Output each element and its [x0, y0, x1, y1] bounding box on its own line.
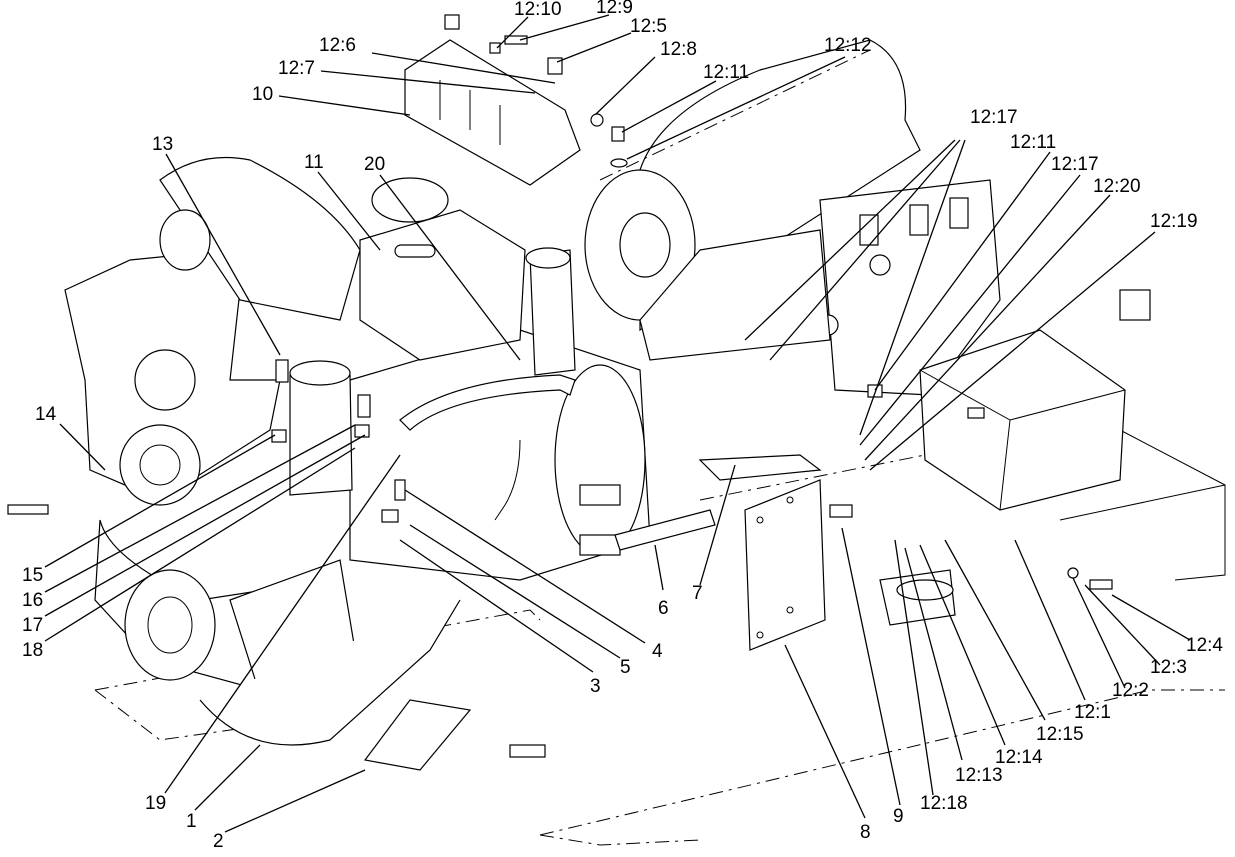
label-1: 1	[186, 811, 197, 832]
bracket-10	[404, 14, 581, 186]
label-12-18: 12:18	[920, 793, 968, 814]
label-12-3: 12:3	[1150, 657, 1187, 678]
label-12-19: 12:19	[1150, 211, 1198, 232]
valve-block	[639, 179, 1001, 396]
air-cleaner	[359, 177, 576, 376]
label-9: 9	[893, 806, 904, 827]
label-5: 5	[620, 657, 631, 678]
label-12-15: 12:15	[1036, 724, 1084, 745]
leader-lines	[44, 14, 1191, 833]
label-6: 6	[658, 598, 669, 619]
label-12-1: 12:1	[1074, 702, 1111, 723]
label-19: 19	[145, 793, 166, 814]
label-12-11-right: 12:11	[1010, 132, 1056, 153]
label-12-7: 12:7	[278, 58, 315, 79]
label-2: 2	[213, 831, 224, 852]
label-11: 11	[304, 152, 324, 173]
label-12-5: 12:5	[630, 16, 667, 37]
label-12-13: 12:13	[955, 765, 1003, 786]
battery	[919, 329, 1126, 511]
label-17: 17	[22, 615, 43, 636]
hardware	[7, 35, 1151, 590]
label-12-20: 12:20	[1093, 176, 1141, 197]
hose	[399, 374, 576, 521]
label-12-8: 12:8	[660, 39, 697, 60]
label-8: 8	[860, 822, 871, 843]
label-12-14: 12:14	[995, 747, 1043, 768]
label-7: 7	[692, 583, 703, 604]
mount-2	[363, 699, 546, 771]
oil-filter	[289, 360, 353, 496]
label-15: 15	[22, 565, 43, 586]
label-20: 20	[364, 154, 385, 175]
label-12-2: 12:2	[1112, 680, 1149, 701]
rod-strap	[614, 454, 822, 551]
label-12-4: 12:4	[1186, 635, 1223, 656]
label-18: 18	[22, 640, 43, 661]
label-14: 14	[35, 404, 57, 425]
label-12-9: 12:9	[596, 0, 633, 18]
callout-labels: 12:10 12:9 12:5 12:6 12:7 12:8 12:11 12:…	[22, 0, 1223, 852]
label-12-10: 12:10	[514, 0, 562, 20]
label-12-12: 12:12	[824, 35, 872, 56]
label-12-11-top: 12:11	[703, 62, 749, 83]
label-12-17-top: 12:17	[970, 107, 1018, 128]
label-12-6: 12:6	[319, 35, 356, 56]
label-16: 16	[22, 590, 43, 611]
label-3: 3	[590, 676, 601, 697]
label-12-17-right: 12:17	[1051, 154, 1099, 175]
label-4: 4	[652, 641, 663, 662]
label-10: 10	[252, 84, 273, 105]
engine	[64, 157, 651, 746]
label-13: 13	[152, 134, 173, 155]
